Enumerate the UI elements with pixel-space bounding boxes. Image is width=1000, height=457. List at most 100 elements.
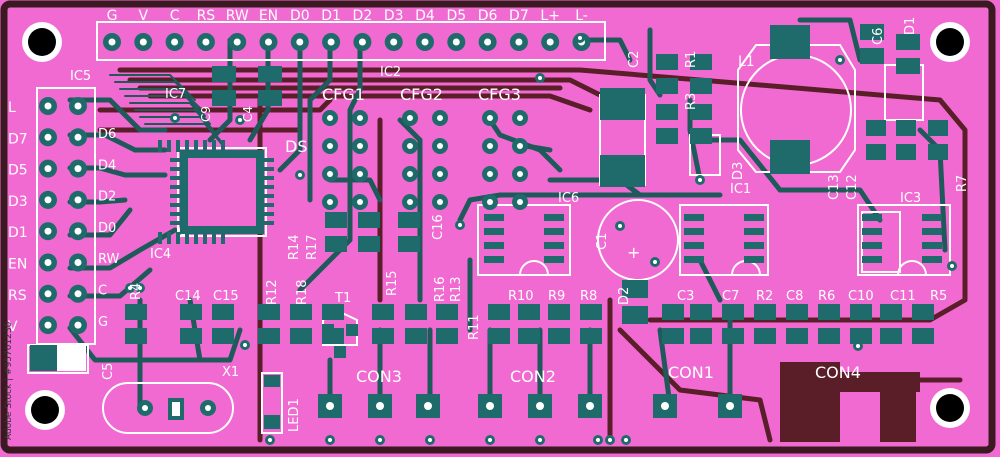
l1-label: L1	[738, 54, 755, 70]
via-hole	[428, 438, 432, 442]
left-edge-label: L	[8, 100, 16, 116]
ic6-label: IC6	[558, 191, 579, 206]
cfg2-label: CFG2	[400, 85, 443, 104]
c10-label: C10	[848, 289, 874, 304]
c2-pad-top	[600, 88, 645, 120]
r17-label: R17	[305, 234, 320, 260]
con4-copper-pad	[880, 392, 916, 442]
pad-hole	[517, 171, 523, 177]
pad-hole	[358, 38, 366, 46]
via-hole	[138, 286, 142, 290]
d3-label: D3	[731, 162, 746, 180]
header-pin-label: D2	[353, 8, 373, 24]
via-hole	[856, 344, 860, 348]
inner-header-label: D6	[98, 127, 116, 142]
pad-hole	[357, 143, 363, 149]
c11-label: C11	[890, 289, 916, 304]
left-edge-label: D3	[8, 194, 28, 210]
pad-hole	[437, 143, 443, 149]
r3-label: R3	[684, 93, 699, 110]
via-hole	[653, 260, 657, 264]
c9-label: C9	[199, 106, 213, 122]
pad-hole	[407, 143, 413, 149]
top-copper-traces	[67, 17, 948, 413]
header-pin-label: D7	[509, 8, 529, 24]
pad-hole	[407, 115, 413, 121]
pad-hole	[726, 402, 734, 410]
left-edge-label: EN	[8, 257, 27, 273]
left-edge-label: D1	[8, 225, 28, 241]
via-hole	[596, 438, 600, 442]
con4-label: CON4	[815, 363, 861, 382]
c6-label: C6	[871, 28, 886, 45]
pad-hole	[142, 405, 148, 411]
x1-crystal-core	[172, 402, 180, 416]
r6-label: R6	[818, 289, 835, 304]
pad-hole	[487, 143, 493, 149]
header-pin-label: D1	[321, 8, 341, 24]
pad-hole	[205, 405, 211, 411]
pad-hole	[74, 321, 82, 329]
via-hole	[838, 58, 842, 62]
via-hole	[698, 178, 702, 182]
pad-hole	[74, 165, 82, 173]
ic4-core	[188, 158, 256, 226]
pad-hole	[357, 199, 363, 205]
c7-label: C7	[722, 289, 739, 304]
via-hole	[128, 286, 132, 290]
pad-hole	[487, 171, 493, 177]
pad-hole	[517, 199, 523, 205]
smd-pads	[125, 24, 948, 358]
inner-header-label: RW	[98, 252, 120, 267]
t1-pad	[334, 346, 346, 358]
header-pin-label: D3	[384, 8, 404, 24]
con1-label: CON1	[668, 363, 714, 382]
c13-label: C13	[827, 174, 842, 200]
header-pin-label: D6	[478, 8, 498, 24]
pad-hole	[296, 38, 304, 46]
pad-hole	[484, 38, 492, 46]
left-edge-label: D5	[8, 163, 28, 179]
pad-hole	[44, 196, 52, 204]
header-pin-label: RW	[226, 8, 249, 24]
pad-hole	[421, 38, 429, 46]
left-edge-label: RS	[8, 288, 27, 304]
r7-label: R7	[955, 175, 970, 192]
via-hole	[608, 438, 612, 442]
ds-label: DS	[285, 137, 307, 156]
header-pin-label: L-	[575, 8, 588, 24]
r16-label: R16	[433, 276, 448, 302]
pad-hole	[74, 102, 82, 110]
ic7-label: IC7	[165, 87, 186, 102]
pad-hole	[407, 171, 413, 177]
c1-label: C1	[595, 233, 610, 250]
pad-hole	[437, 199, 443, 205]
via-hole	[173, 116, 177, 120]
pad-hole	[517, 115, 523, 121]
header-pin-label: RS	[197, 8, 216, 24]
inner-header-label: C	[98, 284, 107, 299]
pad-hole	[327, 115, 333, 121]
l1-pad-bottom	[770, 140, 810, 174]
header-pin-label: V	[139, 8, 149, 24]
via-hole	[458, 223, 462, 227]
via-hole	[328, 438, 332, 442]
d1-label: D1	[903, 17, 918, 35]
r11-label: R11	[467, 314, 482, 340]
pad-hole	[327, 199, 333, 205]
r4-label: R4	[129, 283, 144, 300]
c12-label: C12	[845, 174, 860, 200]
t1-label: T1	[334, 291, 351, 306]
r1-label: R1	[684, 51, 699, 68]
pad-hole	[586, 402, 594, 410]
ic5-label: IC5	[70, 69, 91, 84]
pad-hole	[407, 199, 413, 205]
pad-hole	[139, 38, 147, 46]
header-pin-label: D0	[290, 8, 310, 24]
pad-hole	[74, 133, 82, 141]
pad-hole	[536, 402, 544, 410]
pad-hole	[661, 402, 669, 410]
l1-pad-top	[770, 25, 810, 59]
